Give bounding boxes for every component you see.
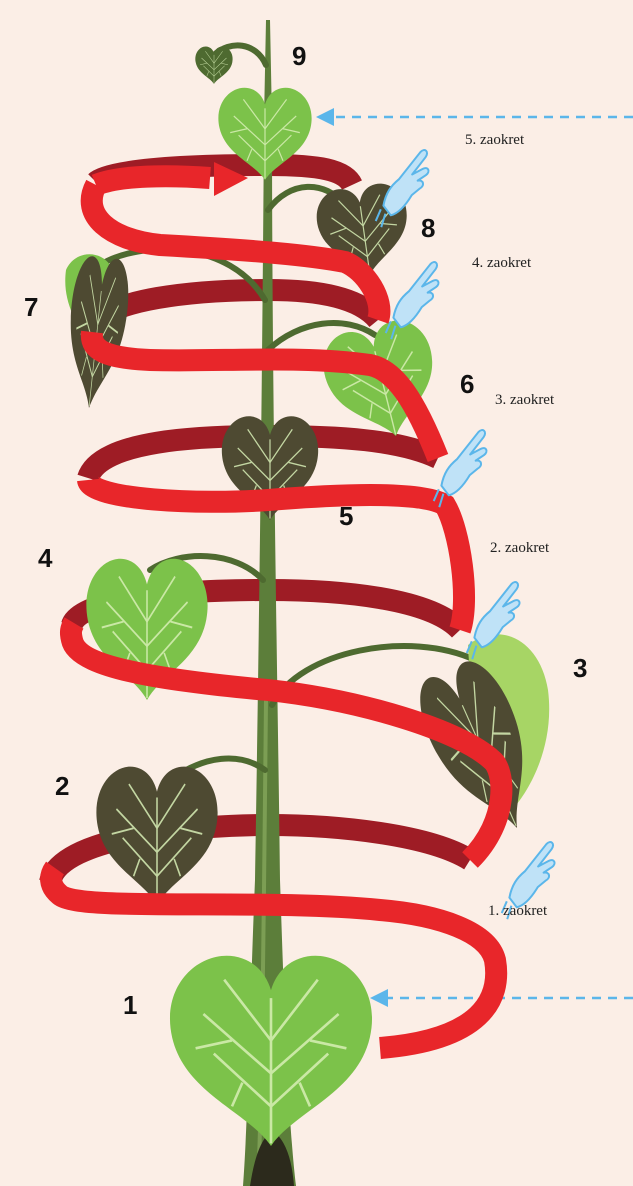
turn-label-2: 2. zaokret [490,541,549,556]
leaf-number-7: 7 [24,294,38,320]
leaf-number-6: 6 [460,371,474,397]
leaf-number-8: 8 [421,215,435,241]
turn-label-5: 5. zaokret [465,133,524,148]
leaf-number-5: 5 [339,503,353,529]
turn-label-1: 1. zaokret [488,904,547,919]
turn-label-4: 4. zaokret [472,256,531,271]
leaf-2 [96,767,217,905]
turn-label-3: 3. zaokret [495,393,554,408]
leaf-number-3: 3 [573,655,587,681]
leaf-number-1: 1 [123,992,137,1018]
leaf-number-2: 2 [55,773,69,799]
leaf-number-9: 9 [292,43,306,69]
dashed-arrow-icon [316,108,633,126]
leaf-number-4: 4 [38,545,52,571]
